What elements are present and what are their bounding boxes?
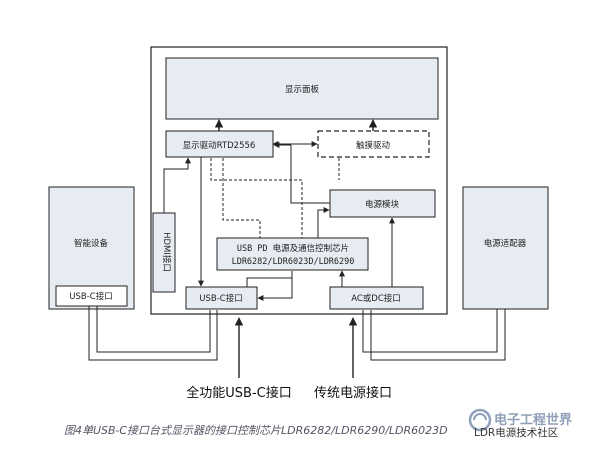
smart-device-usbc-label: USB-C接口	[69, 291, 112, 302]
usb-pd-chip-models: LDR6282/LDR6023D/LDR6290	[232, 257, 355, 267]
watermark-site-name: 电子工程世界	[494, 412, 572, 428]
usbc-port-inner-block	[185, 286, 258, 310]
smart-device-usbc-block	[55, 285, 128, 307]
watermark-overlay-text: LDR电源技术社区	[474, 426, 558, 439]
connection-lines	[88, 119, 506, 378]
hdmi-to-driver-arrow	[163, 157, 191, 213]
power-adapter-label: 电源适配器	[484, 238, 527, 249]
ac-dc-port-block	[329, 286, 424, 310]
site-logo-icon	[468, 408, 492, 432]
traditional-power-label: 传统电源接口	[314, 385, 392, 401]
display-panel-block	[165, 57, 439, 120]
power-adapter-cable-a	[362, 309, 498, 353]
smart-device-label: 智能设备	[74, 238, 109, 249]
hdmi-port-label: HDMI接口	[161, 232, 172, 272]
smart-device-cable-b	[88, 306, 218, 361]
chip-to-usbc-arrow	[257, 278, 293, 301]
watermark: 电子工程世界 LDR电源技术社区	[468, 408, 572, 439]
usb-pd-chip-title: USB PD 电源及通信控制芯片	[237, 243, 349, 254]
display-panel-label: 显示面板	[285, 84, 320, 95]
power-adapter-block	[462, 186, 549, 310]
full-function-usbc-label: 全功能USB-C接口	[186, 385, 291, 401]
power-module-label: 电源模块	[365, 199, 400, 210]
driver-chip-dashed-2	[222, 158, 261, 238]
ac-dc-port-label: AC或DC接口	[351, 293, 401, 304]
usbc-port-inner-label: USB-C接口	[199, 293, 242, 304]
touch-driver-block	[317, 130, 430, 158]
figure-caption: 图4单USB-C接口台式显示器的接口控制芯片LDR6282/LDR6290/LD…	[64, 424, 448, 437]
power-to-driver-line	[290, 145, 330, 204]
touch-driver-label: 触摸驱动	[356, 140, 391, 151]
display-driver-label: 显示驱动RTD2556	[183, 140, 256, 151]
driver-to-chip-dashed	[210, 158, 303, 238]
usbc-to-chip-line	[246, 271, 293, 287]
power-adapter-cable-b	[370, 309, 506, 361]
usb-pd-chip-block	[216, 237, 369, 271]
smart-device-cable-a	[96, 306, 211, 353]
chip-to-power-arrow	[317, 207, 330, 238]
